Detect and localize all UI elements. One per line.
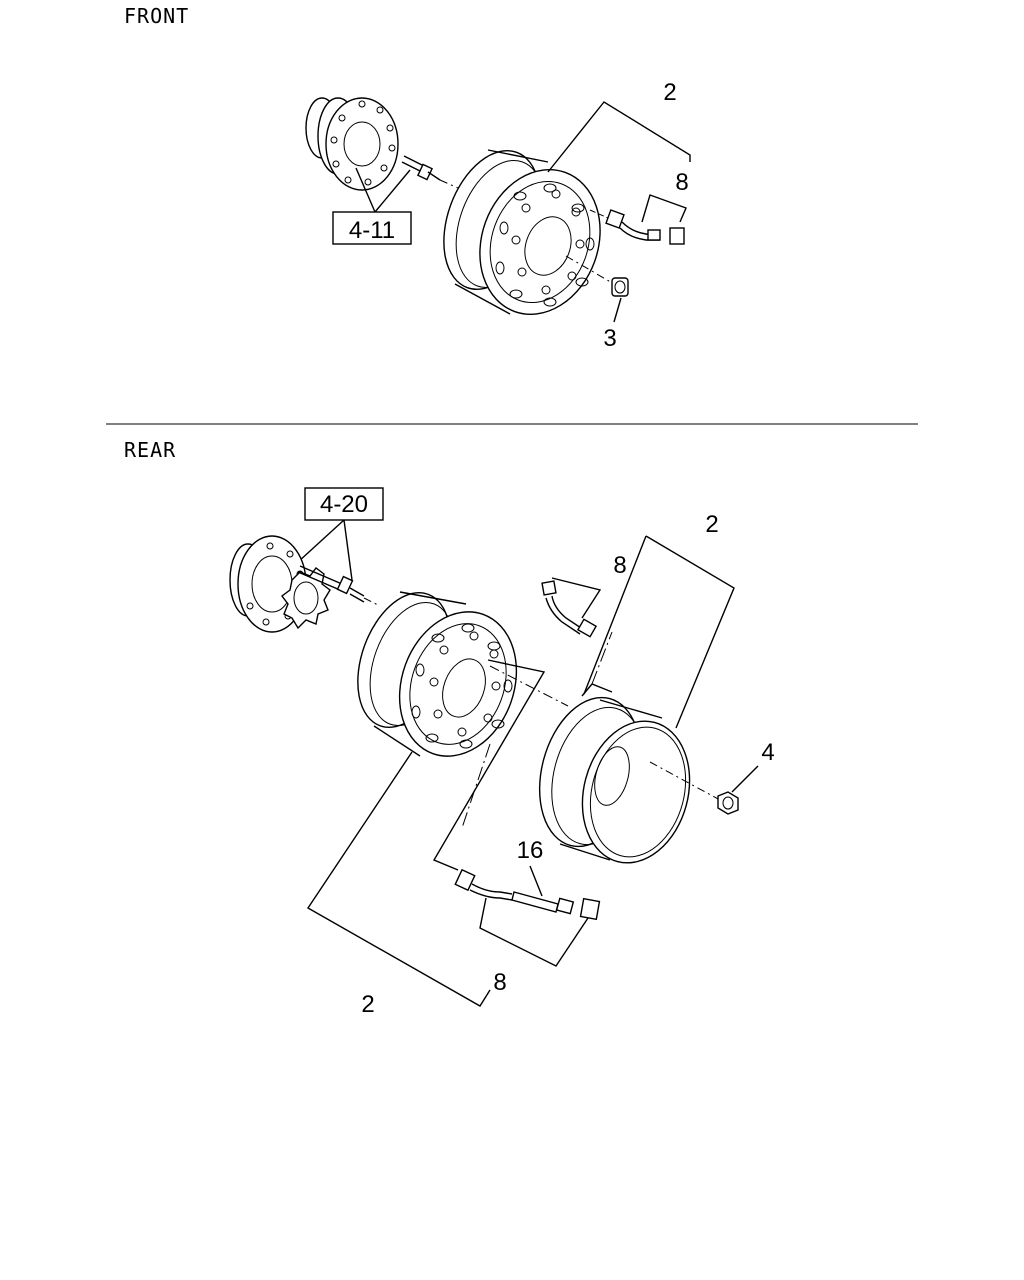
rear-inner-wheel-rim xyxy=(357,591,518,757)
rear-outer-valve-axis xyxy=(591,631,613,685)
rear-extension-hose xyxy=(511,891,575,915)
front-valve-label: 8 xyxy=(675,169,688,196)
rear-ref-label: 4-20 xyxy=(320,491,368,518)
front-section-title: FRONT xyxy=(124,4,190,28)
rear-upper-valve-stem xyxy=(541,580,598,638)
rear-lower-wheel-label: 2 xyxy=(361,991,374,1018)
rear-lower-wheel-leader xyxy=(307,751,491,1007)
rear-inner-valve-line xyxy=(432,659,546,871)
rear-upper-wheel-leader-2 xyxy=(583,535,647,695)
rear-upper-valve-label: 8 xyxy=(613,552,626,579)
rear-lower-valve-cap xyxy=(579,897,601,921)
rear-hub-assembly xyxy=(229,535,331,633)
front-valve-leader xyxy=(641,194,687,223)
front-ref-label: 4-11 xyxy=(349,217,395,244)
front-wheel-leader xyxy=(547,101,691,173)
rear-nut-leader xyxy=(731,765,759,793)
front-valve-axis xyxy=(589,209,609,219)
rear-ref-box xyxy=(304,487,384,521)
rear-lower-valve-leader xyxy=(479,897,589,967)
front-axis-line xyxy=(439,179,459,189)
front-ref-box xyxy=(332,211,412,245)
front-ref-leader xyxy=(355,167,411,213)
front-nut-label: 3 xyxy=(603,325,616,352)
rear-extension-leader xyxy=(529,865,543,897)
rear-ref-leader xyxy=(297,519,353,581)
rear-nut-axis xyxy=(649,761,721,801)
rear-lower-valve-label: 8 xyxy=(493,969,506,996)
front-wheel-nut xyxy=(611,277,629,297)
rear-lower-valve-stem xyxy=(454,868,513,901)
front-valve-stem xyxy=(605,209,661,241)
front-nut-leader xyxy=(613,297,622,323)
rear-outer-wheel-rim xyxy=(538,696,691,864)
front-valve-cap xyxy=(669,227,685,245)
rear-section-title: REAR xyxy=(124,438,177,462)
rear-wheel-nut xyxy=(717,791,739,815)
rear-upper-wheel-label: 2 xyxy=(705,511,718,538)
rear-axis-line xyxy=(489,665,569,707)
rear-inner-valve-axis xyxy=(461,743,491,829)
front-wheel-rim xyxy=(443,149,601,316)
front-hub-bolt xyxy=(401,155,441,181)
front-hub-assembly xyxy=(305,97,399,191)
front-wheel-label: 2 xyxy=(663,79,676,106)
rear-hub-bolt xyxy=(297,565,381,607)
rear-upper-valve-leader xyxy=(551,577,602,619)
rear-upper-wheel-leader xyxy=(645,535,735,729)
rear-nut-label: 4 xyxy=(761,739,774,766)
rear-extension-label: 16 xyxy=(517,837,544,864)
